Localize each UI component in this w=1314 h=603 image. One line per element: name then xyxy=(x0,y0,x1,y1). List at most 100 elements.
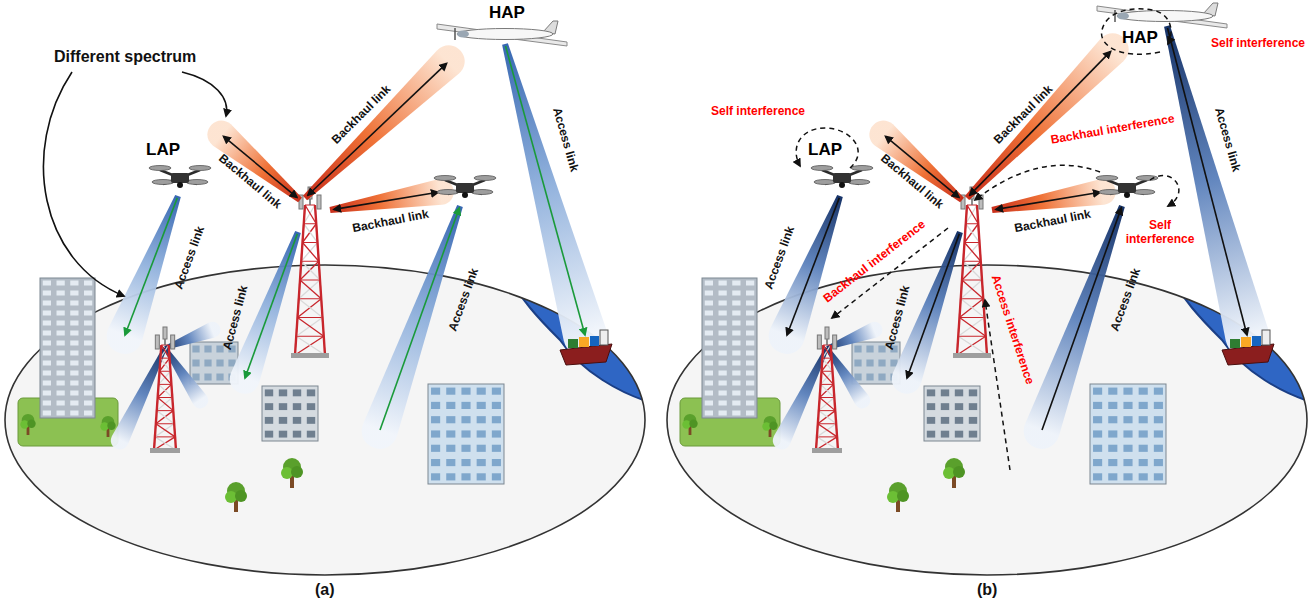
building-body xyxy=(702,278,757,418)
drone-rotor xyxy=(152,180,174,185)
building-window xyxy=(705,351,713,356)
building-window xyxy=(719,311,727,316)
tower-brace xyxy=(966,223,979,224)
drone-rotor xyxy=(149,166,171,171)
building-window xyxy=(446,473,455,480)
building-window xyxy=(746,281,754,286)
building-window xyxy=(746,351,754,356)
platform-name: HAP xyxy=(1122,28,1158,48)
drone-camera xyxy=(1124,192,1130,198)
ground-outline xyxy=(5,265,645,575)
building-window xyxy=(57,301,65,306)
building-window xyxy=(705,281,713,286)
building-window xyxy=(1139,459,1148,466)
tree-crown xyxy=(897,490,909,502)
building-window xyxy=(84,331,92,336)
sector-beam xyxy=(164,322,220,350)
tower-brace xyxy=(818,411,835,424)
tower-brace xyxy=(158,397,173,398)
drone-rotor xyxy=(811,166,833,171)
building-window xyxy=(732,401,740,406)
link-label: Backhaul link xyxy=(877,152,945,212)
ship-bridge xyxy=(600,330,608,345)
building-window xyxy=(446,459,455,466)
building-window xyxy=(719,401,727,406)
tower-brace xyxy=(960,318,986,337)
building-window xyxy=(746,341,754,346)
building-window xyxy=(279,431,287,438)
building-window xyxy=(57,411,65,416)
building-body xyxy=(40,278,95,418)
link-arrow xyxy=(996,192,1100,209)
building-window xyxy=(43,411,51,416)
building-window xyxy=(461,416,470,423)
tower-brace xyxy=(298,299,322,318)
building-window xyxy=(57,381,65,386)
building-window xyxy=(1139,430,1148,437)
building-window xyxy=(492,445,501,452)
platform-label: HAP xyxy=(1122,28,1158,48)
tower-brace xyxy=(300,280,320,281)
tower-brace xyxy=(157,410,174,411)
building-window xyxy=(746,331,754,336)
building-window xyxy=(955,431,963,438)
building-window xyxy=(461,473,470,480)
building-window xyxy=(854,346,861,353)
building-window xyxy=(719,411,727,416)
building-window xyxy=(43,401,51,406)
building-window xyxy=(732,321,740,326)
building-window xyxy=(941,431,949,438)
tower-brace xyxy=(301,261,320,280)
building-window xyxy=(719,371,727,376)
backhaul-beam xyxy=(965,33,1129,200)
building-window xyxy=(477,459,486,466)
drone-body xyxy=(833,173,851,183)
building xyxy=(924,386,980,441)
building-window xyxy=(293,417,301,424)
building-window xyxy=(492,416,501,423)
antenna-panel xyxy=(825,327,829,339)
aircraft-nose xyxy=(457,31,469,38)
building-window xyxy=(84,381,92,386)
tower-brace xyxy=(818,424,837,437)
building-window xyxy=(293,403,301,410)
building xyxy=(428,384,504,484)
drone-rotor xyxy=(474,176,496,181)
tree-crown xyxy=(953,466,965,478)
antenna-panel xyxy=(317,195,321,209)
building-window xyxy=(719,301,727,306)
aircraft-propeller xyxy=(1114,10,1116,22)
tower-brace xyxy=(817,424,836,437)
building-window xyxy=(732,371,740,376)
building-window xyxy=(1093,402,1102,409)
building-window xyxy=(43,301,51,306)
interference-label: Self interference xyxy=(711,105,805,119)
tower-brace xyxy=(820,397,835,398)
tower-brace xyxy=(301,243,317,262)
annotation: Different spectrum xyxy=(54,48,196,66)
building-window xyxy=(1154,388,1163,395)
link-arrow xyxy=(245,234,297,378)
building-window xyxy=(431,445,440,452)
building-window xyxy=(1093,430,1102,437)
building-window xyxy=(746,391,754,396)
building-window xyxy=(732,341,740,346)
panel-label: (a) xyxy=(315,581,335,599)
backhaul-beam xyxy=(303,45,465,200)
building-body xyxy=(428,384,504,484)
building-window xyxy=(1139,473,1148,480)
building-window xyxy=(732,311,740,316)
building-window xyxy=(446,402,455,409)
ship-container xyxy=(590,336,599,346)
tower-brace xyxy=(958,318,984,337)
building-body xyxy=(924,386,980,441)
tower-brace xyxy=(962,280,982,281)
building xyxy=(1090,384,1166,484)
building-window xyxy=(293,389,301,396)
link-label: Backhaul link xyxy=(351,208,430,236)
building-window xyxy=(719,321,727,326)
building-window xyxy=(732,391,740,396)
building-window xyxy=(461,430,470,437)
tower-brace xyxy=(821,384,834,385)
building-window xyxy=(70,391,78,396)
